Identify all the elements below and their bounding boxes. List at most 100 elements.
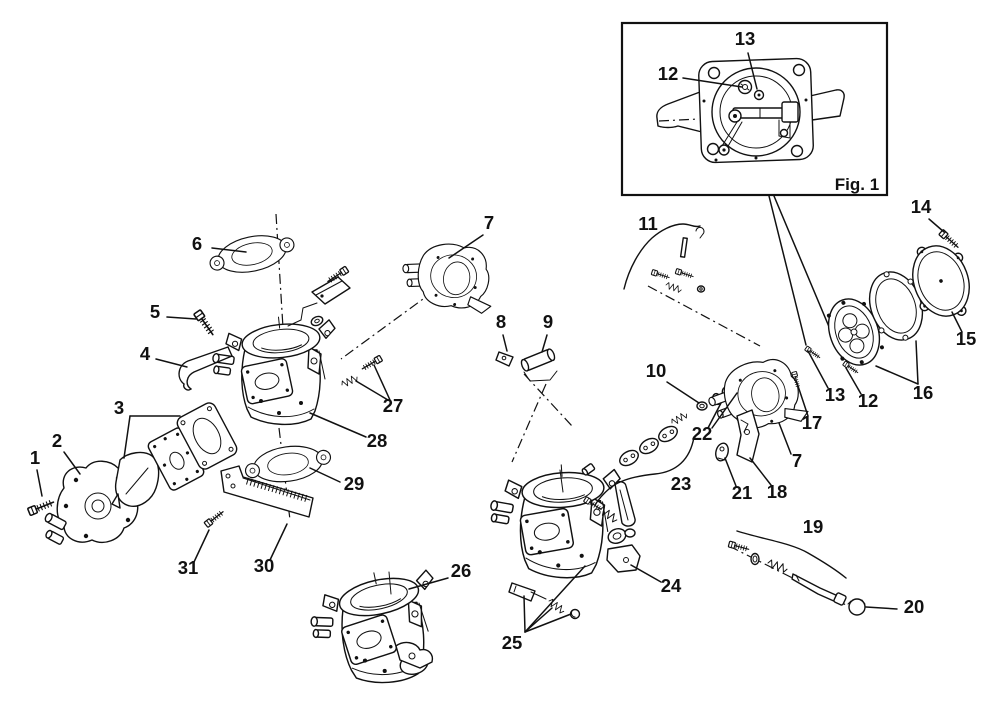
callout-label-30: 30 <box>254 555 275 576</box>
leader-line-6 <box>211 247 247 253</box>
callout-label-28: 28 <box>367 430 388 451</box>
callout-label-4: 4 <box>140 343 151 364</box>
leader-line-9 <box>541 334 548 353</box>
choke-plunger-arm <box>614 481 636 527</box>
inset-left-wing <box>656 91 703 133</box>
leader-line-27 <box>373 364 391 401</box>
carburetor-3-group <box>303 559 447 691</box>
inset-venturi-bore <box>711 67 801 157</box>
callout-label-13: 13 <box>735 28 756 49</box>
needle-jet-parts-25 <box>508 582 581 620</box>
callout-label-18: 18 <box>767 481 788 502</box>
callout-label-12: 12 <box>658 63 679 84</box>
leader-line-25 <box>524 613 572 633</box>
screw-part-5 <box>192 308 217 338</box>
leader-line-18 <box>749 457 772 486</box>
pump-cover-assembly-right <box>702 345 860 463</box>
needle <box>791 573 839 603</box>
leader-line-4 <box>155 358 188 368</box>
callout-label-20: 20 <box>904 596 925 617</box>
metering-gasket-part-3 <box>176 402 238 470</box>
callout-label-17: 17 <box>802 412 823 433</box>
callout-label-25: 25 <box>502 632 523 653</box>
callout-label-3: 3 <box>114 397 124 418</box>
leader-line-22 <box>707 402 722 429</box>
carburetor-body-1 <box>210 310 339 426</box>
callout-label-5: 5 <box>150 301 160 322</box>
callout-label-16: 16 <box>913 382 934 403</box>
leader-line-14 <box>928 218 945 233</box>
callout-label-14: 14 <box>911 196 932 217</box>
pin <box>679 237 688 258</box>
bolt-part-27 <box>360 354 384 373</box>
callout-label-31: 31 <box>178 557 199 578</box>
leader-line-31 <box>193 529 210 563</box>
inset-throttle-lever <box>718 101 799 156</box>
callout-label-12: 12 <box>858 390 879 411</box>
inset-caption: Fig. 1 <box>835 175 879 194</box>
leader-line-2 <box>63 451 81 475</box>
callout-label-19: 19 <box>803 516 824 537</box>
leader-line-29 <box>309 467 341 483</box>
leader-line-10 <box>666 381 700 404</box>
pump-diaphragm-part-3 <box>111 451 160 509</box>
callout-label-9: 9 <box>543 311 553 332</box>
leader-line-8 <box>502 334 508 352</box>
gasket-part-18 <box>736 409 760 463</box>
callout-label-21: 21 <box>732 482 753 503</box>
parts-8-9 <box>495 348 558 382</box>
callout-label-24: 24 <box>661 575 682 596</box>
leader-line-26 <box>408 577 449 590</box>
screw-part-31 <box>203 508 226 529</box>
mounting-plate-group <box>203 440 334 529</box>
leader-line-24 <box>630 564 662 583</box>
leader-line-21 <box>724 457 737 487</box>
leader-line-13 <box>807 350 829 389</box>
callout-label-8: 8 <box>496 311 506 332</box>
clip <box>695 226 705 239</box>
callout-label-26: 26 <box>451 560 472 581</box>
callout-label-29: 29 <box>344 473 365 494</box>
callout-label-10: 10 <box>646 360 667 381</box>
cap-part-20 <box>848 598 866 616</box>
callout-label-7: 7 <box>484 212 494 233</box>
gasket-part-6 <box>205 227 299 281</box>
inset-right-wing <box>809 89 845 121</box>
leader-line-1 <box>36 469 43 497</box>
callout-label-22: 22 <box>692 423 713 444</box>
gasket-part-29 <box>242 440 334 488</box>
hose-part-4 <box>178 346 233 391</box>
leader-line-28 <box>309 412 367 438</box>
cover-part-15 <box>912 245 970 317</box>
leader-line-25 <box>524 565 586 633</box>
gasket-ring-part-16 <box>868 271 924 341</box>
pump-cover-part-7-upper <box>397 237 500 315</box>
callout-label-6: 6 <box>192 233 202 254</box>
leader-line-30 <box>269 523 288 561</box>
diaphragm-part-16 <box>826 298 884 366</box>
fitting-part-9 <box>520 348 556 372</box>
brace-23 <box>594 436 695 506</box>
callout-label-13: 13 <box>825 384 846 405</box>
callout-label-11: 11 <box>638 213 658 234</box>
leader-line-16 <box>875 365 919 385</box>
leader-line-12 <box>682 77 743 88</box>
leader-line-16 <box>915 340 919 385</box>
callout-label-7: 7 <box>792 450 802 471</box>
leader-line-7 <box>448 234 484 259</box>
leader-line-15 <box>951 311 963 333</box>
carburetor-1-group <box>178 227 384 426</box>
carburetor-2-group <box>485 436 695 620</box>
brace-19 <box>736 530 847 579</box>
callout-label-2: 2 <box>52 430 62 451</box>
leader-line-12 <box>845 367 862 395</box>
leader-line-5 <box>166 316 197 320</box>
needle-valve-parts-19 <box>727 530 866 616</box>
diaphragm-assembly <box>826 228 970 366</box>
leader-line-27 <box>355 380 389 401</box>
leader-line-7 <box>778 422 792 455</box>
brace-11 <box>623 223 701 290</box>
leader-line-13 <box>747 52 758 90</box>
